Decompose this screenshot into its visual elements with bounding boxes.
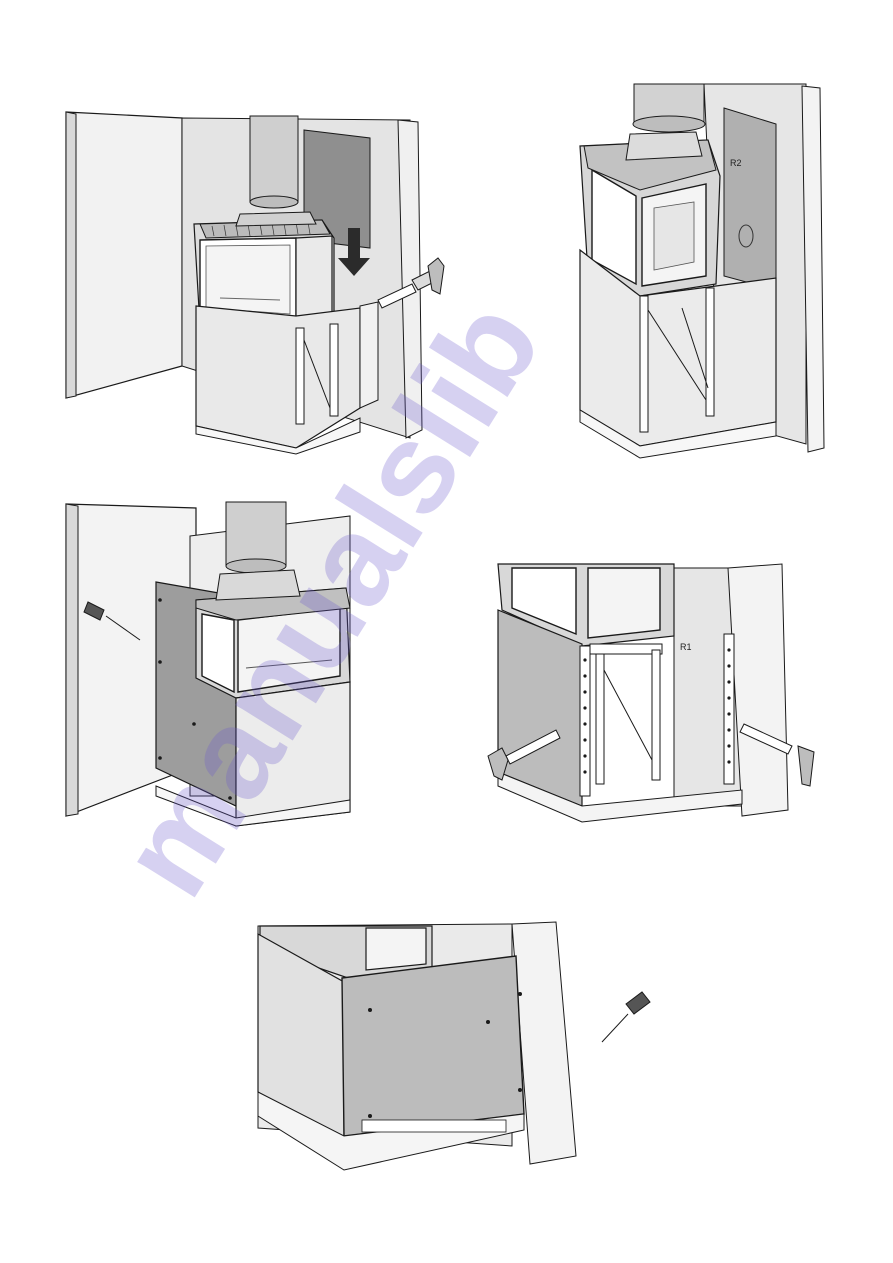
illustration-step-1 <box>60 108 440 460</box>
illustration-step-3 <box>60 496 360 828</box>
illustration-step-4: R1 <box>462 560 834 828</box>
illustration-step-2: R2 R1 <box>570 80 835 465</box>
label-r1-right: R1 <box>680 642 692 652</box>
label-r2: R2 <box>730 158 742 168</box>
illustration-step-5 <box>230 920 670 1178</box>
